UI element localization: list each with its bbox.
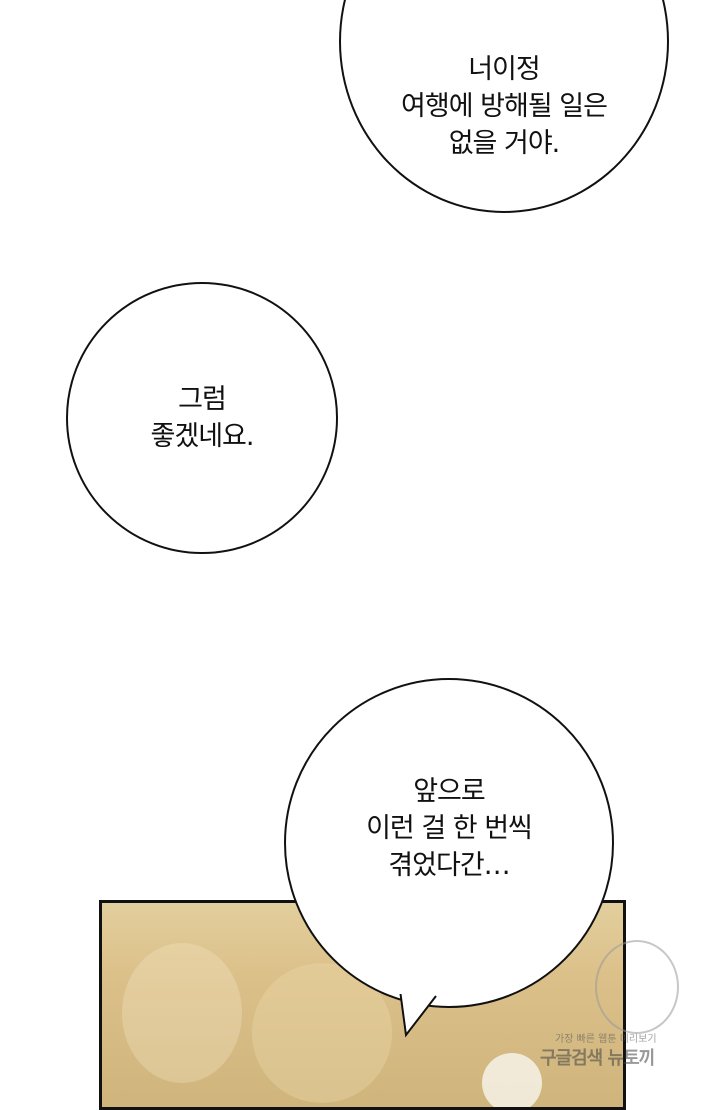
panel-shape [482, 1053, 542, 1107]
speech-bubble-tail [398, 990, 438, 1038]
speech-line: 여행에 방해될 일은 [401, 91, 608, 122]
speech-line: 너이정 [468, 54, 541, 85]
watermark-brand: 구글검색 뉴토끼 [540, 1048, 655, 1069]
speech-line: 앞으로 [413, 775, 486, 807]
speech-text: 너이정 여행에 방해될 일은 없을 거야. [401, 51, 608, 162]
speech-text: 그럼 좋겠네요. [150, 381, 255, 455]
speech-bubble-3: 앞으로 이런 걸 한 번씩 겪었다간… [284, 678, 614, 1008]
speech-line: 이런 걸 한 번씩 [366, 812, 533, 844]
panel-shape [122, 943, 242, 1083]
speech-text: 앞으로 이런 걸 한 번씩 겪었다간… [366, 773, 533, 884]
speech-line: 없을 거야. [448, 128, 561, 159]
watermark-tagline: 가장 빠른 웹툰 미리보기 [555, 1034, 657, 1045]
speech-line: 좋겠네요. [150, 421, 255, 452]
speech-line: 겪었다간… [388, 849, 510, 881]
mascot-icon [595, 940, 679, 1034]
site-watermark: 가장 빠른 웹툰 미리보기 구글검색 뉴토끼 [540, 940, 700, 1080]
speech-line: 그럼 [178, 384, 227, 415]
speech-bubble-2: 그럼 좋겠네요. [66, 282, 338, 554]
speech-bubble-1: 너이정 여행에 방해될 일은 없을 거야. [339, 0, 669, 213]
